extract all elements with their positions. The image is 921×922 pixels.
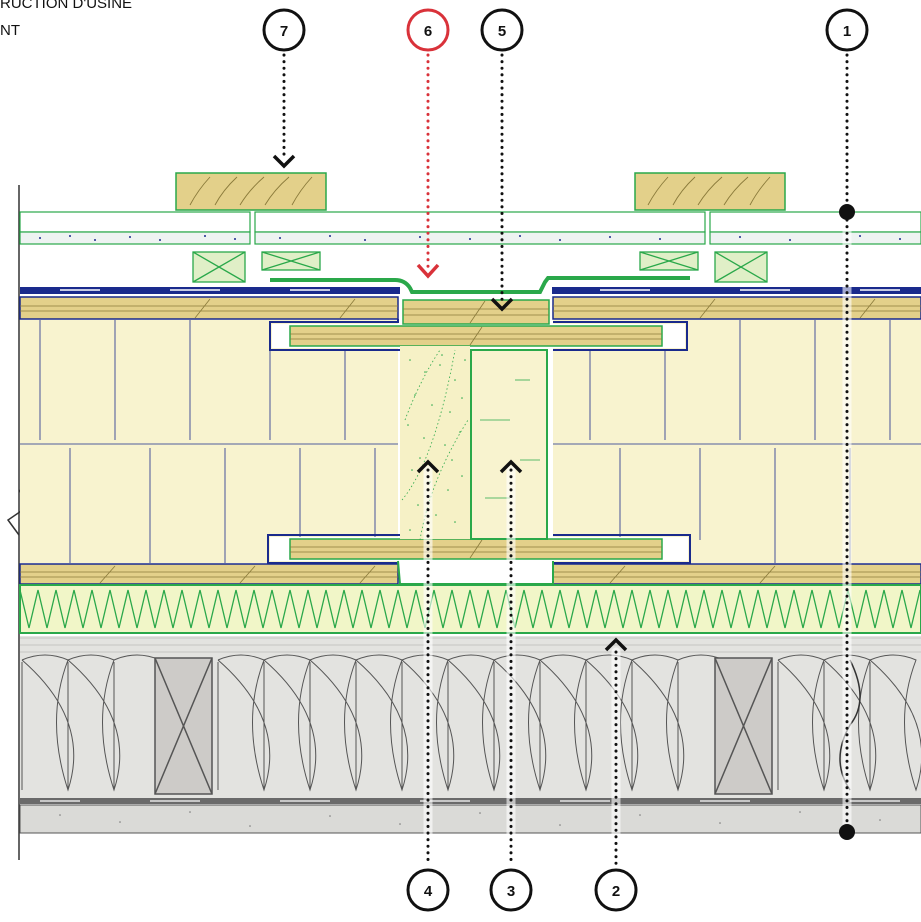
callout-leaders (282, 50, 852, 870)
arrow-up-4 (416, 459, 440, 474)
upper-board-layer (19, 211, 921, 233)
joint-top-board (402, 299, 550, 325)
inner-plaster-board (19, 804, 921, 834)
callout-6: 6 (406, 8, 450, 52)
callout-1: 1 (825, 8, 869, 52)
callout-arrows (272, 154, 628, 652)
header-title-line1: RUCTION D'USINE (0, 0, 133, 12)
leader-dot-bottom (839, 824, 855, 840)
svg-text:5: 5 (498, 23, 506, 40)
arrow-up-2 (604, 637, 628, 652)
counter-batten-right (634, 172, 786, 211)
callout-3: 3 (489, 868, 533, 912)
panel-insulation-core (20, 320, 921, 563)
callout-7: 7 (262, 8, 306, 52)
arrow-up-3 (499, 459, 523, 474)
arrow-down-5 (490, 297, 514, 312)
svg-text:1: 1 (843, 23, 851, 40)
fibre-zigzag-pattern (20, 589, 921, 629)
crossed-battens (192, 251, 768, 283)
arrow-down-6 (416, 263, 440, 279)
header-title-line2: NT (0, 22, 20, 39)
joint-membrane-strip (270, 276, 690, 294)
upper-panel-boards (19, 296, 921, 320)
wall-studs (154, 657, 773, 795)
svg-text:4: 4 (424, 883, 433, 900)
svg-text:6: 6 (424, 23, 432, 40)
callout-2: 2 (594, 868, 638, 912)
callout-5: 5 (480, 8, 524, 52)
dotted-screed-layer (19, 231, 921, 245)
vapour-control-layer (20, 798, 921, 804)
sealing-membrane (20, 287, 921, 294)
leader-dot-top (839, 204, 855, 220)
lower-panel-boards (19, 563, 921, 585)
joint-loose-fill (400, 346, 470, 539)
panel-frame-left (267, 319, 400, 564)
svg-text:2: 2 (612, 883, 620, 900)
panel-frame-right (553, 321, 691, 564)
callout-4: 4 (406, 868, 450, 912)
mineral-wool-loops (21, 654, 921, 792)
counter-batten-left (175, 172, 327, 211)
svg-text:7: 7 (280, 23, 288, 40)
arrow-down-7 (272, 154, 296, 169)
svg-text:3: 3 (507, 883, 515, 900)
